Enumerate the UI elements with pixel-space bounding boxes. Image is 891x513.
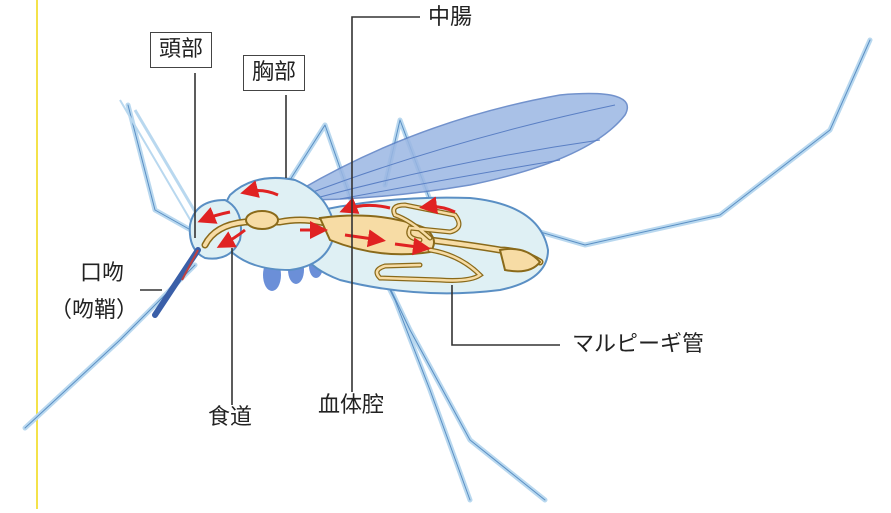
label-head: 頭部 xyxy=(150,32,212,68)
label-proboscis-sheath: （吻鞘） xyxy=(50,300,138,322)
label-hemocoel: 血体腔 xyxy=(318,395,384,417)
label-esophagus: 食道 xyxy=(208,407,252,429)
label-midgut: 中腸 xyxy=(428,7,472,29)
wing xyxy=(300,94,627,200)
label-malpighian: マルピーギ管 xyxy=(572,334,704,356)
hind-leg-2 xyxy=(375,260,470,500)
label-thorax: 胸部 xyxy=(243,55,305,91)
leader-malpighian xyxy=(452,285,560,345)
label-proboscis: 口吻 xyxy=(80,263,124,285)
crop xyxy=(246,211,278,229)
proboscis xyxy=(155,250,198,315)
